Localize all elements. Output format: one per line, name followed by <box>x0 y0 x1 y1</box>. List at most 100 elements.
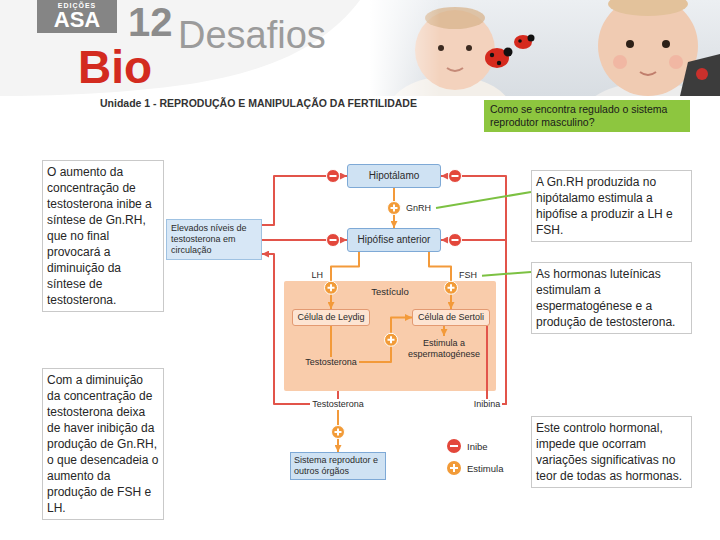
inhibition-line <box>262 254 338 404</box>
hormone-label: Testosterona <box>310 399 366 410</box>
symbol-disc <box>449 234 462 247</box>
symbol-bar <box>330 175 337 177</box>
publisher-logo-text: ASA <box>37 9 117 31</box>
unit-title: Unidade 1 - REPRODUÇÃO E MANIPULAÇÃO DA … <box>100 97 417 110</box>
stimulation-line <box>331 252 359 309</box>
inhibit-symbol <box>327 234 340 247</box>
symbol-disc <box>388 202 401 215</box>
ladybug-dot <box>490 53 494 57</box>
publisher-name: EDIÇÕES <box>37 2 117 9</box>
leader-line <box>436 192 531 208</box>
baby-hair <box>608 0 688 16</box>
symbol-bar <box>330 239 337 241</box>
cell-box: Célula de Leydig <box>292 309 370 326</box>
legend-text: Estimula <box>467 463 503 474</box>
node-text: Hipófise anterior <box>351 234 437 246</box>
symbol-disc <box>325 281 338 294</box>
legend-swatch <box>446 438 462 454</box>
legend-disc <box>447 461 461 475</box>
state-box: Elevados níveis de testosterona em circu… <box>166 219 262 260</box>
brand-word: Bio <box>78 44 152 90</box>
symbol-bar <box>390 336 392 343</box>
ladybug-head <box>528 35 535 42</box>
symbol-bar <box>453 464 455 472</box>
stroller-detail <box>696 68 708 80</box>
question-box: Como se encontra regulado o sistema repr… <box>484 100 690 132</box>
baby-eye <box>466 45 472 51</box>
header-swoosh <box>0 0 360 96</box>
publisher-logo <box>37 0 117 33</box>
baby-eye <box>626 40 634 48</box>
note-box: As hormonas luteínicas estimulam a esper… <box>531 262 692 334</box>
inhibit-symbol <box>449 234 462 247</box>
organ-region: TestículoCélula de Leydig Célula de Serto… <box>284 281 496 391</box>
note-box: A Gn.RH produzida no hipótalamo estimula… <box>531 170 692 242</box>
organ-box: Hipotálamo <box>347 164 441 188</box>
node-text: Com a diminuição da concentração de test… <box>47 372 159 516</box>
ladybug-dot <box>497 61 501 65</box>
baby-mouth <box>447 68 463 71</box>
stimulate-symbol <box>445 281 458 294</box>
baby-mouth <box>640 72 656 75</box>
hormone-label: Inibina <box>472 399 503 410</box>
symbol-bar <box>450 445 458 447</box>
baby-cheek <box>613 55 627 69</box>
stimulate-symbol <box>388 202 401 215</box>
grade-number: 12 <box>128 2 173 42</box>
hormone-label: GnRH <box>404 203 433 214</box>
hormone-label: Testosterona <box>303 357 359 368</box>
stroller <box>680 54 720 96</box>
legend-text: Inibe <box>467 441 488 452</box>
node-text: Célula de Sertoli <box>415 312 487 323</box>
target-box: Sistema reprodutor e outros órgãos <box>290 452 386 480</box>
baby-eye <box>662 40 670 48</box>
stimulus-arrow <box>443 326 445 336</box>
node-text: Hipotálamo <box>351 170 437 182</box>
ladybug-head <box>504 48 513 57</box>
symbol-disc <box>332 426 345 439</box>
stimulate-symbol <box>385 333 398 346</box>
babies-photo <box>370 0 720 96</box>
symbol-disc <box>449 170 462 183</box>
stimulate-symbol <box>332 426 345 439</box>
symbol-disc <box>385 333 398 346</box>
note-box: Este controlo hormonal, impede que ocorr… <box>531 416 692 488</box>
ladybug-dot <box>518 39 522 43</box>
legend-disc <box>447 439 461 453</box>
note-box: Com a diminuição da concentração de test… <box>42 368 164 520</box>
symbol-bar <box>450 284 452 291</box>
node-text: As hormonas luteínicas estimulam a esper… <box>536 266 687 330</box>
symbol-bar <box>393 205 395 212</box>
legend-swatch <box>446 460 462 476</box>
node-text: Sistema reprodutor e outros órgãos <box>294 455 382 477</box>
inhibition-line <box>262 239 347 241</box>
symbol-disc <box>327 234 340 247</box>
note-box: O aumento da concentração de testosteron… <box>42 160 164 312</box>
organ-box: Hipófise anterior <box>347 228 441 252</box>
symbol-bar <box>452 239 459 241</box>
stimulation-line <box>393 188 395 228</box>
symbol-disc <box>445 281 458 294</box>
stimulation-line <box>429 252 451 309</box>
photo-fade <box>370 0 440 96</box>
symbol-bar <box>452 175 459 177</box>
node-text: Elevados níveis de testosterona em circu… <box>171 223 257 256</box>
node-text: O aumento da concentração de testosteron… <box>47 164 159 308</box>
node-text: Este controlo hormonal, impede que ocorr… <box>536 420 687 484</box>
inhibit-symbol <box>327 170 340 183</box>
inhibition-line <box>441 176 506 404</box>
symbol-bar <box>337 429 339 436</box>
process-note: Estimula a espermatogénese <box>406 338 482 360</box>
node-text: Célula de Leydig <box>295 312 367 323</box>
leader-line <box>482 272 531 276</box>
cell-box: Célula de Sertoli <box>412 309 490 326</box>
node-text: A Gn.RH produzida no hipótalamo estimula… <box>536 174 687 238</box>
inhibition-line <box>262 176 347 225</box>
baby-cheek <box>669 55 683 69</box>
inhibit-symbol <box>449 170 462 183</box>
node-text: Testículo <box>284 286 496 297</box>
hormone-label: LH <box>309 270 325 281</box>
legend-row: Inibe <box>446 438 488 454</box>
node-text: Como se encontra regulado o sistema repr… <box>490 103 684 129</box>
